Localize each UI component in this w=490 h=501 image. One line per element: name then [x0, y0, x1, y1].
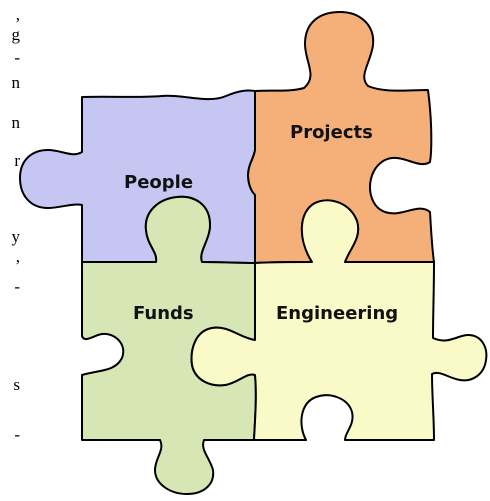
edge-char: g — [11, 25, 21, 44]
label-projects: Projects — [290, 122, 373, 143]
label-funds: Funds — [133, 303, 194, 324]
edge-char: n — [11, 73, 21, 92]
edge-char: y — [11, 227, 21, 246]
edge-char: , — [15, 5, 20, 24]
piece-engineering — [190, 199, 488, 442]
edge-char: - — [14, 48, 20, 67]
edge-char: s — [13, 375, 20, 394]
edge-char: , — [15, 247, 20, 266]
label-people: People — [124, 172, 193, 193]
edge-char: n — [11, 113, 21, 132]
edge-char: - — [14, 277, 20, 296]
edge-char: - — [14, 425, 20, 444]
cropped-body-text: , g - n n r y , - s - — [0, 0, 21, 501]
edge-char: r — [14, 151, 20, 170]
label-engineering: Engineering — [276, 303, 398, 324]
